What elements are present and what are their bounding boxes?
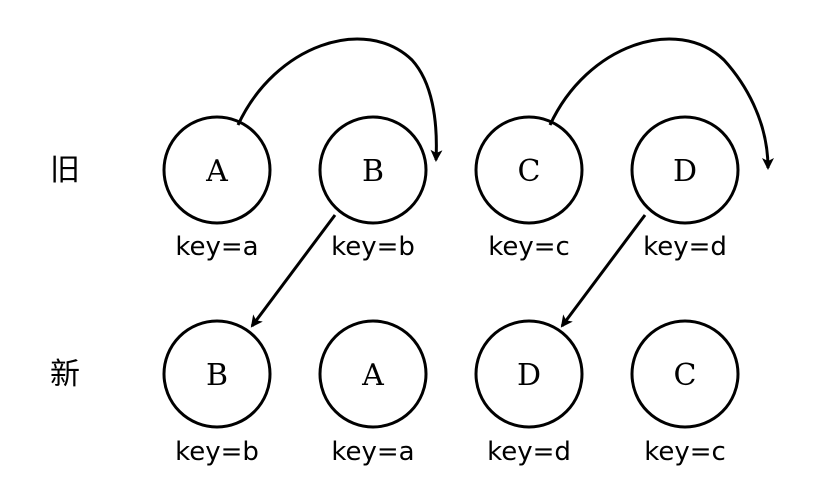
old-node-a-key: key=a — [175, 232, 258, 262]
old-node-c-key: key=c — [488, 232, 570, 262]
old-node-c-letter: C — [518, 154, 541, 189]
new-node-c: C key=c — [630, 319, 740, 467]
old-node-c: C key=c — [474, 115, 584, 262]
old-row-label: 旧 — [50, 153, 80, 188]
new-node-d-letter: D — [517, 358, 541, 393]
arrow-old-a-to-old-b — [236, 37, 443, 162]
new-node-a-letter: A — [361, 358, 384, 393]
old-node-b-letter: B — [362, 154, 384, 189]
new-node-b-key: key=b — [175, 437, 259, 467]
new-node-a-key: key=a — [331, 437, 414, 467]
new-node-c-letter: C — [674, 358, 697, 393]
new-node-d: D key=d — [474, 319, 584, 467]
arrow-old-d-to-new-d — [560, 214, 647, 328]
arrow-old-c-to-old-d — [548, 37, 774, 170]
new-node-b-letter: B — [206, 358, 228, 393]
new-node-a: A key=a — [318, 319, 428, 467]
old-node-d: D key=d — [630, 115, 740, 262]
old-node-d-key: key=d — [643, 232, 727, 262]
arrow-old-b-to-new-b — [250, 214, 337, 328]
new-node-d-key: key=d — [487, 437, 571, 467]
new-node-b: B key=b — [162, 319, 272, 467]
old-node-b-key: key=b — [331, 232, 415, 262]
new-row-label: 新 — [50, 357, 80, 392]
old-node-b: B key=b — [318, 115, 428, 262]
old-node-d-letter: D — [673, 154, 697, 189]
old-node-a: A key=a — [162, 115, 272, 262]
new-node-c-key: key=c — [644, 437, 726, 467]
old-node-a-letter: A — [205, 154, 228, 189]
